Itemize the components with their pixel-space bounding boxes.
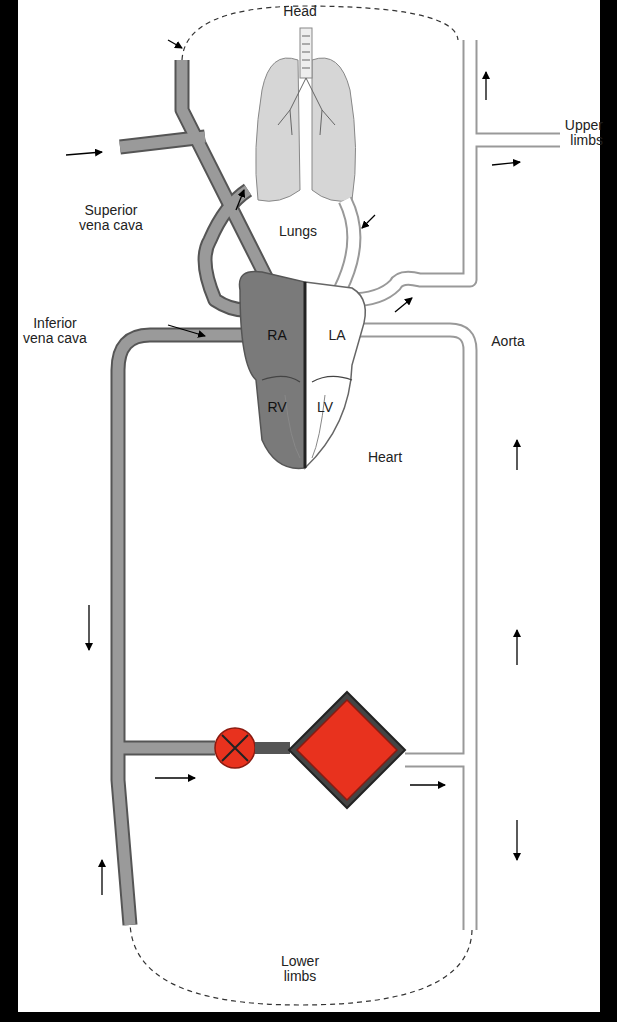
region-label: Upper limbs [545,118,603,148]
chamber-label: RA [262,328,292,343]
vessel-label: Inferior vena cava [20,316,90,346]
region-label: Head [265,4,335,19]
region-label: Lower limbs [272,954,328,984]
organ-label: Heart [360,450,410,465]
chamber-label: RV [262,400,292,415]
vessel-label: Aorta [483,334,533,349]
vessel-label: Superior vena cava [70,203,152,233]
chamber-label: LV [310,400,340,415]
organ-label: Lungs [270,224,326,239]
chamber-label: LA [322,328,352,343]
